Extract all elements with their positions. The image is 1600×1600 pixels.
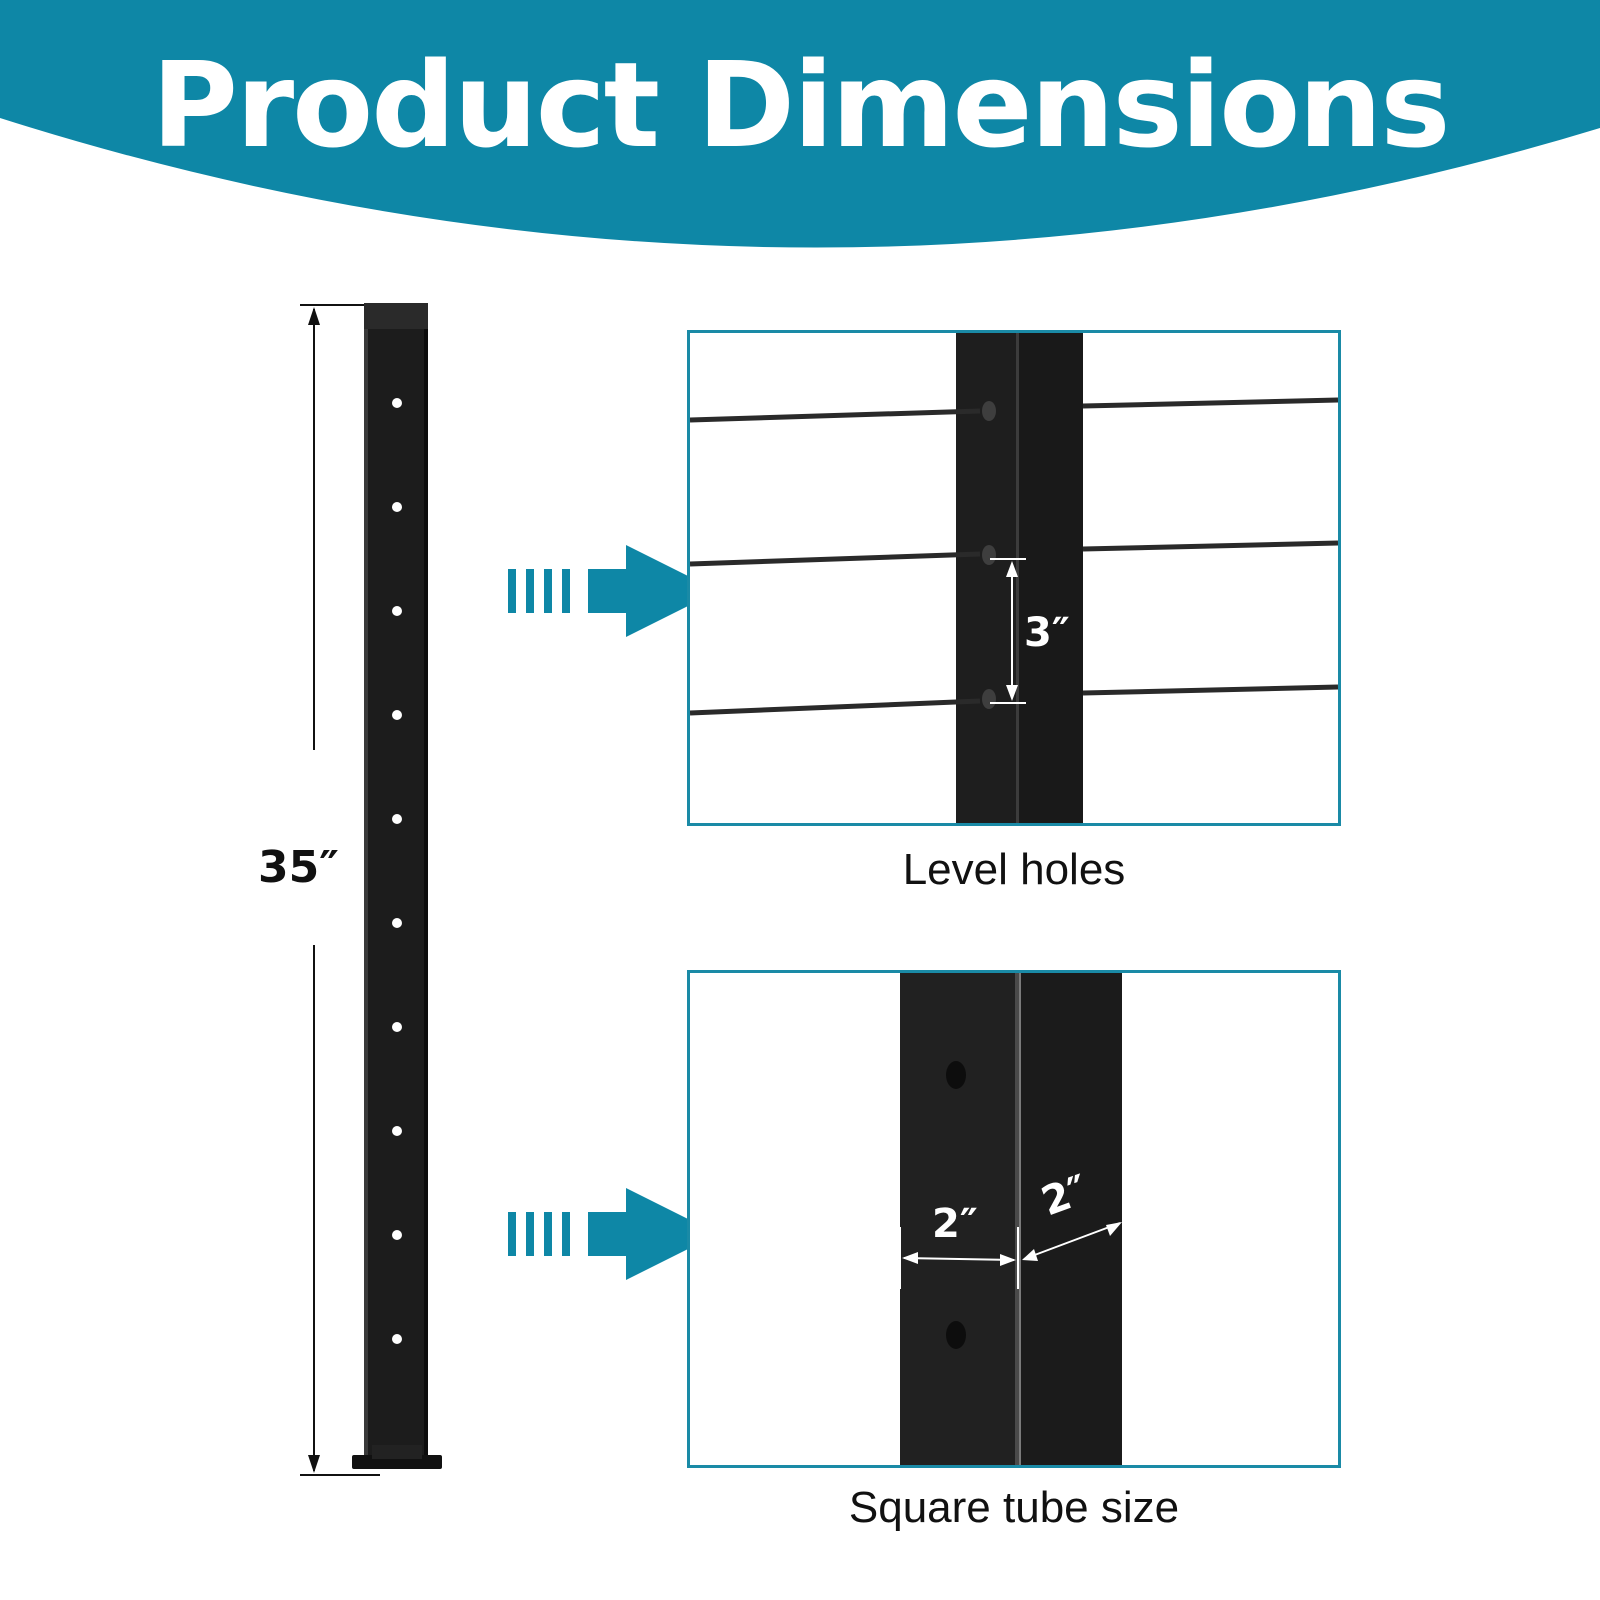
post-hole [392,710,402,720]
post-hole [392,398,402,408]
post-holes [392,398,402,1344]
arrow-right-icon [508,1188,718,1280]
arrow-down-icon [308,1455,320,1473]
arrow-up-icon [308,307,320,325]
post-hole [392,918,402,928]
width-dimension-line [899,1222,1121,1289]
post-hole [392,1022,402,1032]
post-illustration [300,303,442,1476]
level-holes-caption: Level holes [902,845,1126,894]
tube-hole [946,1321,966,1349]
spacing-label: 3″ [1024,610,1070,656]
post-hole [392,502,402,512]
page-title: Product Dimensions [151,36,1450,174]
level-hole [982,545,996,565]
post-hole [392,1334,402,1344]
post-hole [392,1230,402,1240]
level-hole [982,401,996,421]
height-label: 35″ [258,842,339,893]
arrow-right-icon [508,545,718,637]
level-hole [982,689,996,709]
tube-size-illustration: 2″ 2″ [899,973,1122,1465]
tube-size-panel: 2″ 2″ [687,970,1341,1468]
post-top-cap [364,303,428,329]
level-holes-panel: 3″ [687,330,1341,826]
level-holes-illustration: 3″ [690,333,1338,823]
post-body [364,305,428,1457]
tube-width-label: 2″ [932,1201,978,1247]
tube-hole [946,1061,966,1089]
post-hole [392,814,402,824]
cable-lines [690,397,1338,716]
header-banner [0,0,1600,248]
tube-size-caption: Square tube size [848,1483,1180,1532]
post-hole [392,606,402,616]
post-hole [392,1126,402,1136]
spacing-dimension-line [990,558,1026,704]
